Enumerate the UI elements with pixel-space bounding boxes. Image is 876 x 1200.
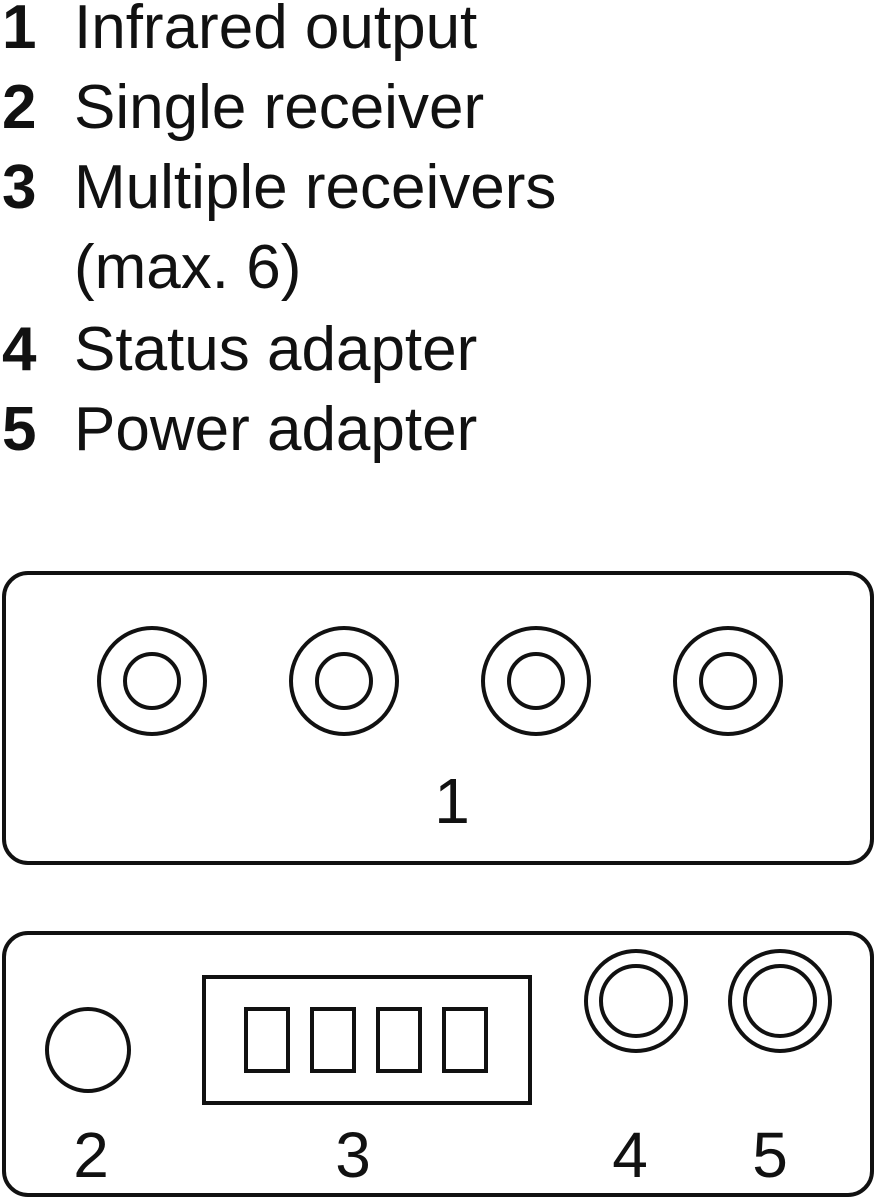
legend-number: 3 bbox=[2, 153, 37, 222]
legend-label: Multiple receivers (max. 6) bbox=[74, 148, 874, 308]
power-adapter-jack bbox=[728, 949, 832, 1053]
legend-label: Power adapter bbox=[74, 390, 874, 470]
legend-label-line: Multiple receivers bbox=[74, 153, 557, 222]
infrared-output-jack bbox=[481, 626, 591, 736]
callout-infrared-output: 1 bbox=[434, 765, 470, 837]
infrared-output-jack bbox=[97, 626, 207, 736]
legend-label: Status adapter bbox=[74, 310, 874, 390]
receiver-slot bbox=[310, 1007, 356, 1073]
infrared-output-jack bbox=[289, 626, 399, 736]
legend-label-line: Status adapter bbox=[74, 315, 478, 384]
bottom-panel bbox=[2, 931, 874, 1197]
legend-number: 4 bbox=[2, 315, 37, 384]
legend-label-line: Single receiver bbox=[74, 73, 485, 142]
callout-single-receiver: 2 bbox=[73, 1119, 109, 1191]
receiver-slot bbox=[244, 1007, 290, 1073]
legend-label-line: Infrared output bbox=[74, 0, 478, 62]
infrared-output-jack bbox=[673, 626, 783, 736]
receiver-slot bbox=[442, 1007, 488, 1073]
single-receiver-port bbox=[45, 1007, 131, 1093]
legend-label: Infrared output bbox=[74, 0, 874, 68]
status-adapter-jack bbox=[584, 949, 688, 1053]
top-panel bbox=[2, 571, 874, 865]
legend-label: Single receiver bbox=[74, 68, 874, 148]
multiple-receivers-port-block bbox=[202, 975, 532, 1105]
callout-power-adapter: 5 bbox=[752, 1119, 788, 1191]
legend-number: 2 bbox=[2, 73, 37, 142]
legend-label-line: Power adapter bbox=[74, 395, 478, 464]
callout-multiple-receivers: 3 bbox=[335, 1119, 371, 1191]
legend-number: 5 bbox=[2, 395, 37, 464]
receiver-slot bbox=[376, 1007, 422, 1073]
legend-label-line: (max. 6) bbox=[74, 233, 302, 302]
callout-status-adapter: 4 bbox=[612, 1119, 648, 1191]
legend-number: 1 bbox=[2, 0, 37, 62]
